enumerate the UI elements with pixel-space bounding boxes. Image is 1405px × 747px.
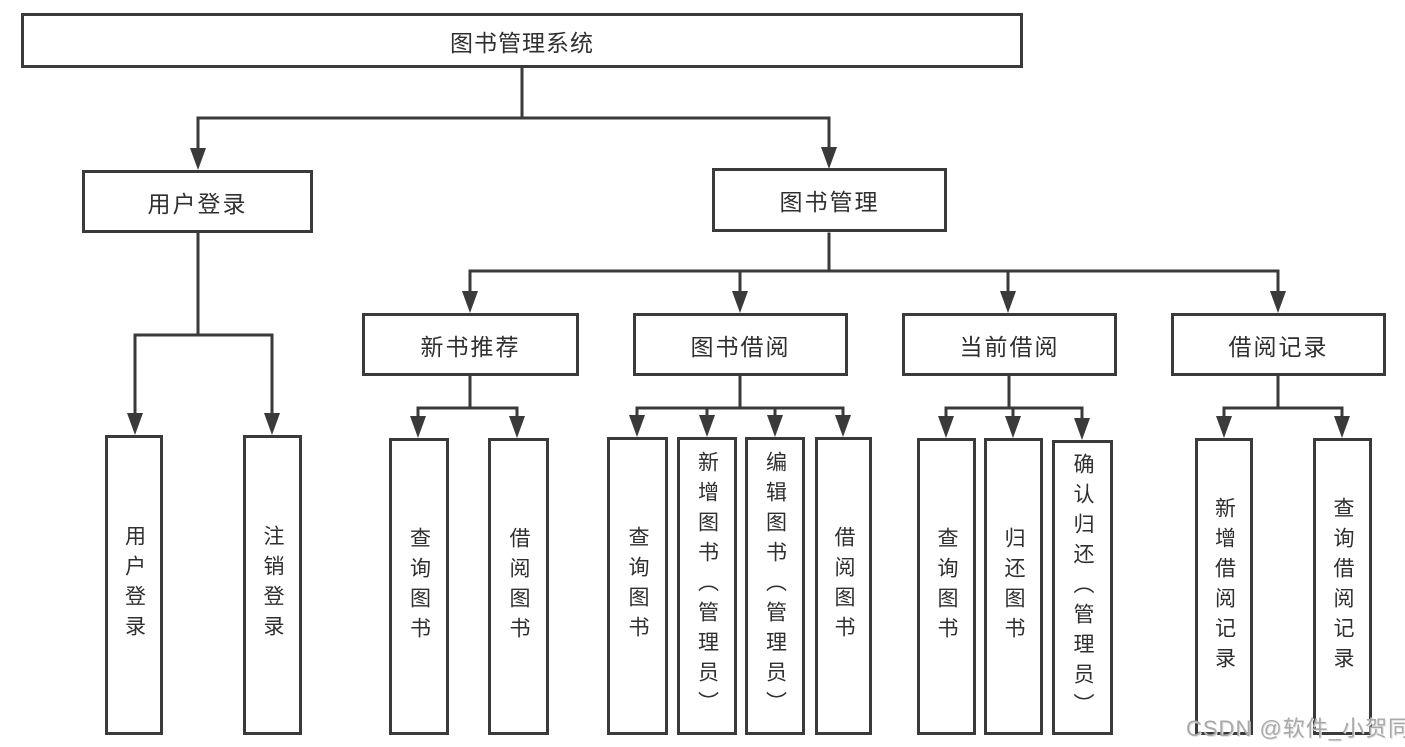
node-new-books: 新书推荐 — [362, 313, 579, 376]
node-root: 图书管理系统 — [21, 13, 1023, 68]
leaf-new-books-query: 查询图书 — [389, 438, 449, 735]
connector-user-login — [133, 231, 274, 417]
node-current-borrow: 当前借阅 — [902, 313, 1117, 376]
node-new-books-label: 新书推荐 — [420, 333, 521, 360]
node-book-mgmt-label: 图书管理 — [779, 189, 880, 215]
leaf-user-login-label: 用户登录 — [122, 525, 146, 645]
connector-new-books — [416, 374, 519, 420]
node-user-login-label: 用户登录 — [147, 190, 248, 217]
leaf-new-books-query-label: 查询图书 — [407, 526, 431, 647]
node-root-label: 图书管理系统 — [450, 29, 594, 56]
node-book-mgmt: 图书管理 — [712, 168, 947, 232]
connector-borrow-records — [1222, 374, 1344, 420]
leaf-current-borrow-confirm-label: 确认归还（管理员） — [1071, 452, 1094, 723]
leaf-records-add-label: 新增借阅记录 — [1212, 496, 1236, 677]
node-book-borrow-label: 图书借阅 — [690, 333, 791, 360]
node-borrow-records-label: 借阅记录 — [1228, 333, 1329, 360]
leaf-current-borrow-query: 查询图书 — [917, 438, 976, 735]
leaf-logout: 注销登录 — [243, 435, 302, 735]
node-current-borrow-label: 当前借阅 — [959, 333, 1060, 360]
node-book-borrow: 图书借阅 — [633, 313, 848, 376]
leaf-new-books-borrow: 借阅图书 — [488, 438, 549, 735]
connector-current-borrow — [944, 374, 1084, 422]
arrowheads — [127, 147, 1350, 440]
leaf-records-query: 查询借阅记录 — [1313, 438, 1372, 735]
leaf-user-login: 用户登录 — [105, 435, 163, 735]
leaf-current-borrow-confirm: 确认归还（管理员） — [1052, 440, 1113, 735]
leaf-book-borrow-query-label: 查询图书 — [626, 526, 649, 646]
leaf-book-borrow-edit: 编辑图书（管理员） — [745, 437, 805, 735]
leaf-current-borrow-query-label: 查询图书 — [935, 526, 958, 647]
connector-root — [196, 66, 831, 152]
leaf-new-books-borrow-label: 借阅图书 — [507, 526, 530, 647]
node-borrow-records: 借阅记录 — [1171, 313, 1386, 376]
connector-book-borrow — [635, 374, 845, 419]
leaf-book-borrow-borrow-label: 借阅图书 — [832, 526, 855, 646]
leaf-current-borrow-return: 归还图书 — [984, 438, 1043, 735]
watermark: CSDN @软件_小贺同学 — [1186, 716, 1405, 741]
leaf-book-borrow-add-label: 新增图书（管理员） — [695, 451, 719, 721]
leaf-book-borrow-query: 查询图书 — [607, 437, 668, 735]
leaf-book-borrow-add: 新增图书（管理员） — [677, 437, 737, 735]
leaf-logout-label: 注销登录 — [261, 525, 284, 645]
connector-book-mgmt — [468, 232, 1280, 296]
leaf-book-borrow-edit-label: 编辑图书（管理员） — [763, 451, 787, 721]
node-user-login: 用户登录 — [82, 170, 313, 233]
leaf-records-add: 新增借阅记录 — [1195, 438, 1253, 735]
leaf-current-borrow-return-label: 归还图书 — [1002, 526, 1025, 647]
leaf-book-borrow-borrow: 借阅图书 — [815, 437, 872, 735]
leaf-records-query-label: 查询借阅记录 — [1331, 496, 1354, 677]
